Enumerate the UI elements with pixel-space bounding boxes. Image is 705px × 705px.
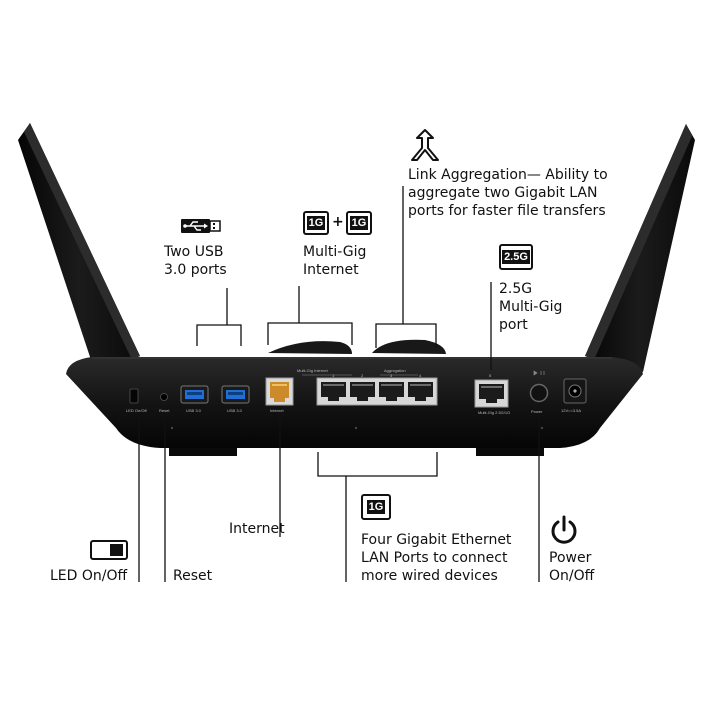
- power-button: [529, 383, 549, 403]
- usb-port-1-label: USB 3.0: [186, 408, 202, 413]
- aggregation-header-label: Aggregation: [384, 368, 406, 373]
- dc-power-jack: [563, 378, 587, 404]
- led-switch-port-label: LED On/Off: [126, 408, 147, 413]
- reset-callout-label: Reset: [173, 568, 213, 584]
- internet-port-label: Internet: [270, 408, 284, 413]
- plus-sign: +: [332, 214, 344, 230]
- multigig-badge-1g-left: 1G: [303, 211, 329, 235]
- multigig-header-label: Multi-Gig Internet: [297, 368, 329, 373]
- led-switch-icon: [90, 540, 128, 560]
- power-port-label: Power: [531, 409, 543, 414]
- usb-callout-label: Two USB 3.0 ports: [164, 244, 227, 278]
- callout-lines: [138, 186, 540, 582]
- usb-icon: [181, 219, 221, 233]
- port-25g-panel-label: Multi-Gig 2.5G/1G: [478, 410, 510, 415]
- link-aggregation-icon: [411, 129, 439, 161]
- left-foot: [169, 448, 237, 456]
- right-foot: [476, 448, 544, 456]
- usb-port-1: [180, 385, 209, 404]
- lan-port-4-label: 4: [419, 373, 422, 378]
- internet-callout-label: Internet: [229, 521, 285, 537]
- dc-in-label: 12V==3.5A: [561, 408, 581, 413]
- led-callout-label: LED On/Off: [50, 568, 128, 584]
- multigig-25g-port: [474, 379, 509, 408]
- port-5-label: 5: [489, 373, 492, 378]
- multigig-internet-callout-label: Multi-Gig Internet: [303, 244, 367, 278]
- led-switch-port: [129, 388, 139, 404]
- reset-port-label: Reset: [159, 408, 170, 413]
- power-callout-label: Power On/Off: [549, 550, 595, 584]
- multigig-badge-1g-right: 1G: [346, 211, 372, 235]
- lan-callout-label: Four Gigabit Ethernet LAN Ports to conne…: [361, 532, 512, 584]
- link-aggregation-callout-label: Link Aggregation— Ability to aggregate t…: [408, 167, 608, 219]
- lan-port-3-label: 3: [390, 373, 393, 378]
- usb-port-2: [221, 385, 250, 404]
- lan-port-2-label: 2: [361, 373, 364, 378]
- lan-port-block: [316, 377, 438, 406]
- port-25g-badge: 2.5G: [499, 244, 533, 270]
- reset-hole: [160, 393, 168, 401]
- port-25g-callout-label: 2.5G Multi-Gig port: [499, 281, 563, 333]
- lan-port-1-label: 1: [332, 373, 335, 378]
- power-icon: [551, 515, 577, 544]
- usb-port-2-label: USB 3.0: [227, 408, 243, 413]
- internet-port: [265, 377, 294, 406]
- lan-badge-1g: 1G: [361, 494, 391, 520]
